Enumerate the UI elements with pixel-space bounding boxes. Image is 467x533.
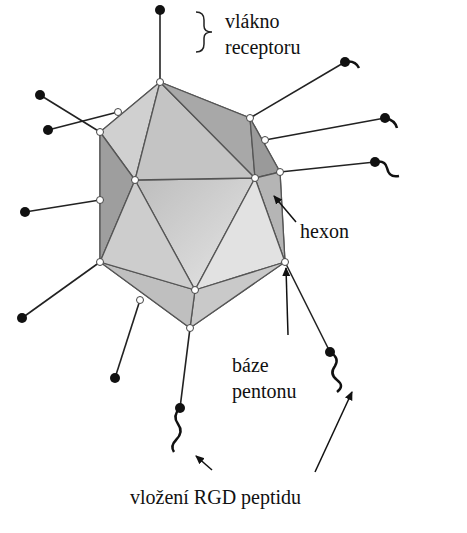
fiber-lines	[22, 10, 385, 408]
hexon-label: hexon	[300, 218, 390, 244]
rgd-label: vložení RGD peptidu	[130, 484, 450, 510]
rgd-inserts	[172, 62, 399, 452]
icosahedron-capsid	[100, 82, 285, 328]
fiber-bracket	[196, 12, 212, 52]
fiber-label: vlákno receptoru	[225, 8, 335, 60]
fiber-knobs	[17, 5, 390, 413]
penton-bases	[97, 79, 289, 332]
penton-base-label: báze pentonu	[232, 352, 322, 404]
